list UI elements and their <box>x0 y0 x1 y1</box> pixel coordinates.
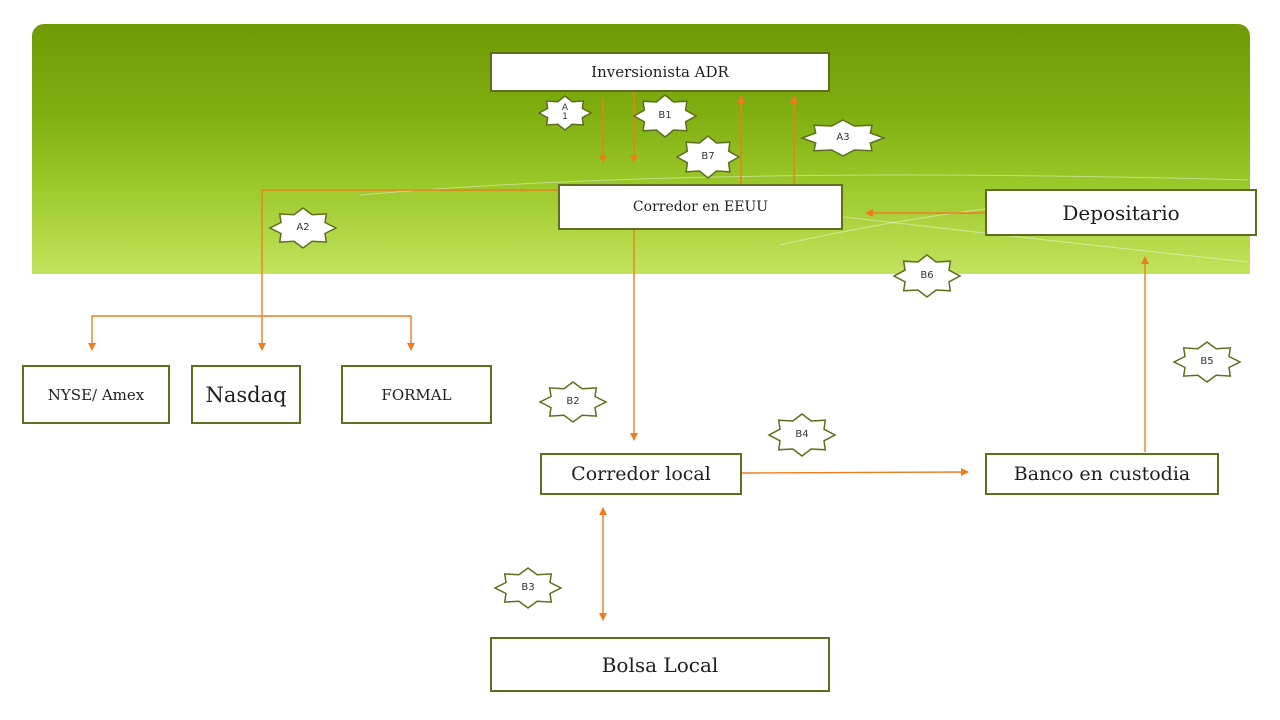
node-corredor-local: Corredor local <box>540 453 742 495</box>
node-formal: FORMAL <box>341 365 492 424</box>
star-b1 <box>632 94 698 138</box>
arrow-exchanges <box>88 315 415 351</box>
step-label-b1: B1 <box>658 110 672 121</box>
star-a2 <box>268 207 338 249</box>
node-banco-custodia: Banco en custodia <box>985 453 1219 495</box>
node-corredor-eeuu: Corredor en EEUU <box>558 184 843 230</box>
step-label-b7: B7 <box>701 151 715 162</box>
step-label-b3: B3 <box>521 582 535 593</box>
star-b7 <box>675 135 741 179</box>
node-nasdaq: Nasdaq <box>191 365 301 424</box>
star-a1 <box>537 95 593 131</box>
step-label-b5: B5 <box>1200 356 1214 367</box>
arrow-b4 <box>741 468 969 477</box>
step-label-b6: B6 <box>920 270 934 281</box>
star-b3 <box>493 567 563 609</box>
star-b5 <box>1172 341 1242 383</box>
node-bolsa-local: Bolsa Local <box>490 637 830 692</box>
star-b2 <box>538 381 608 423</box>
step-label-b4: B4 <box>795 429 809 440</box>
arrow-a2 <box>258 189 560 351</box>
step-stars <box>268 94 1242 609</box>
star-b4 <box>767 413 837 457</box>
star-a3 <box>799 119 887 157</box>
step-label-a1: A 1 <box>561 103 569 122</box>
step-label-a2: A2 <box>296 222 310 233</box>
step-label-a3: A3 <box>836 132 850 143</box>
arrows <box>88 87 1149 621</box>
node-depositario: Depositario <box>985 189 1257 236</box>
node-nyse-amex: NYSE/ Amex <box>22 365 170 424</box>
step-label-b2: B2 <box>566 396 580 407</box>
node-inversionista-adr: Inversionista ADR <box>490 52 830 92</box>
star-b6 <box>892 254 962 298</box>
